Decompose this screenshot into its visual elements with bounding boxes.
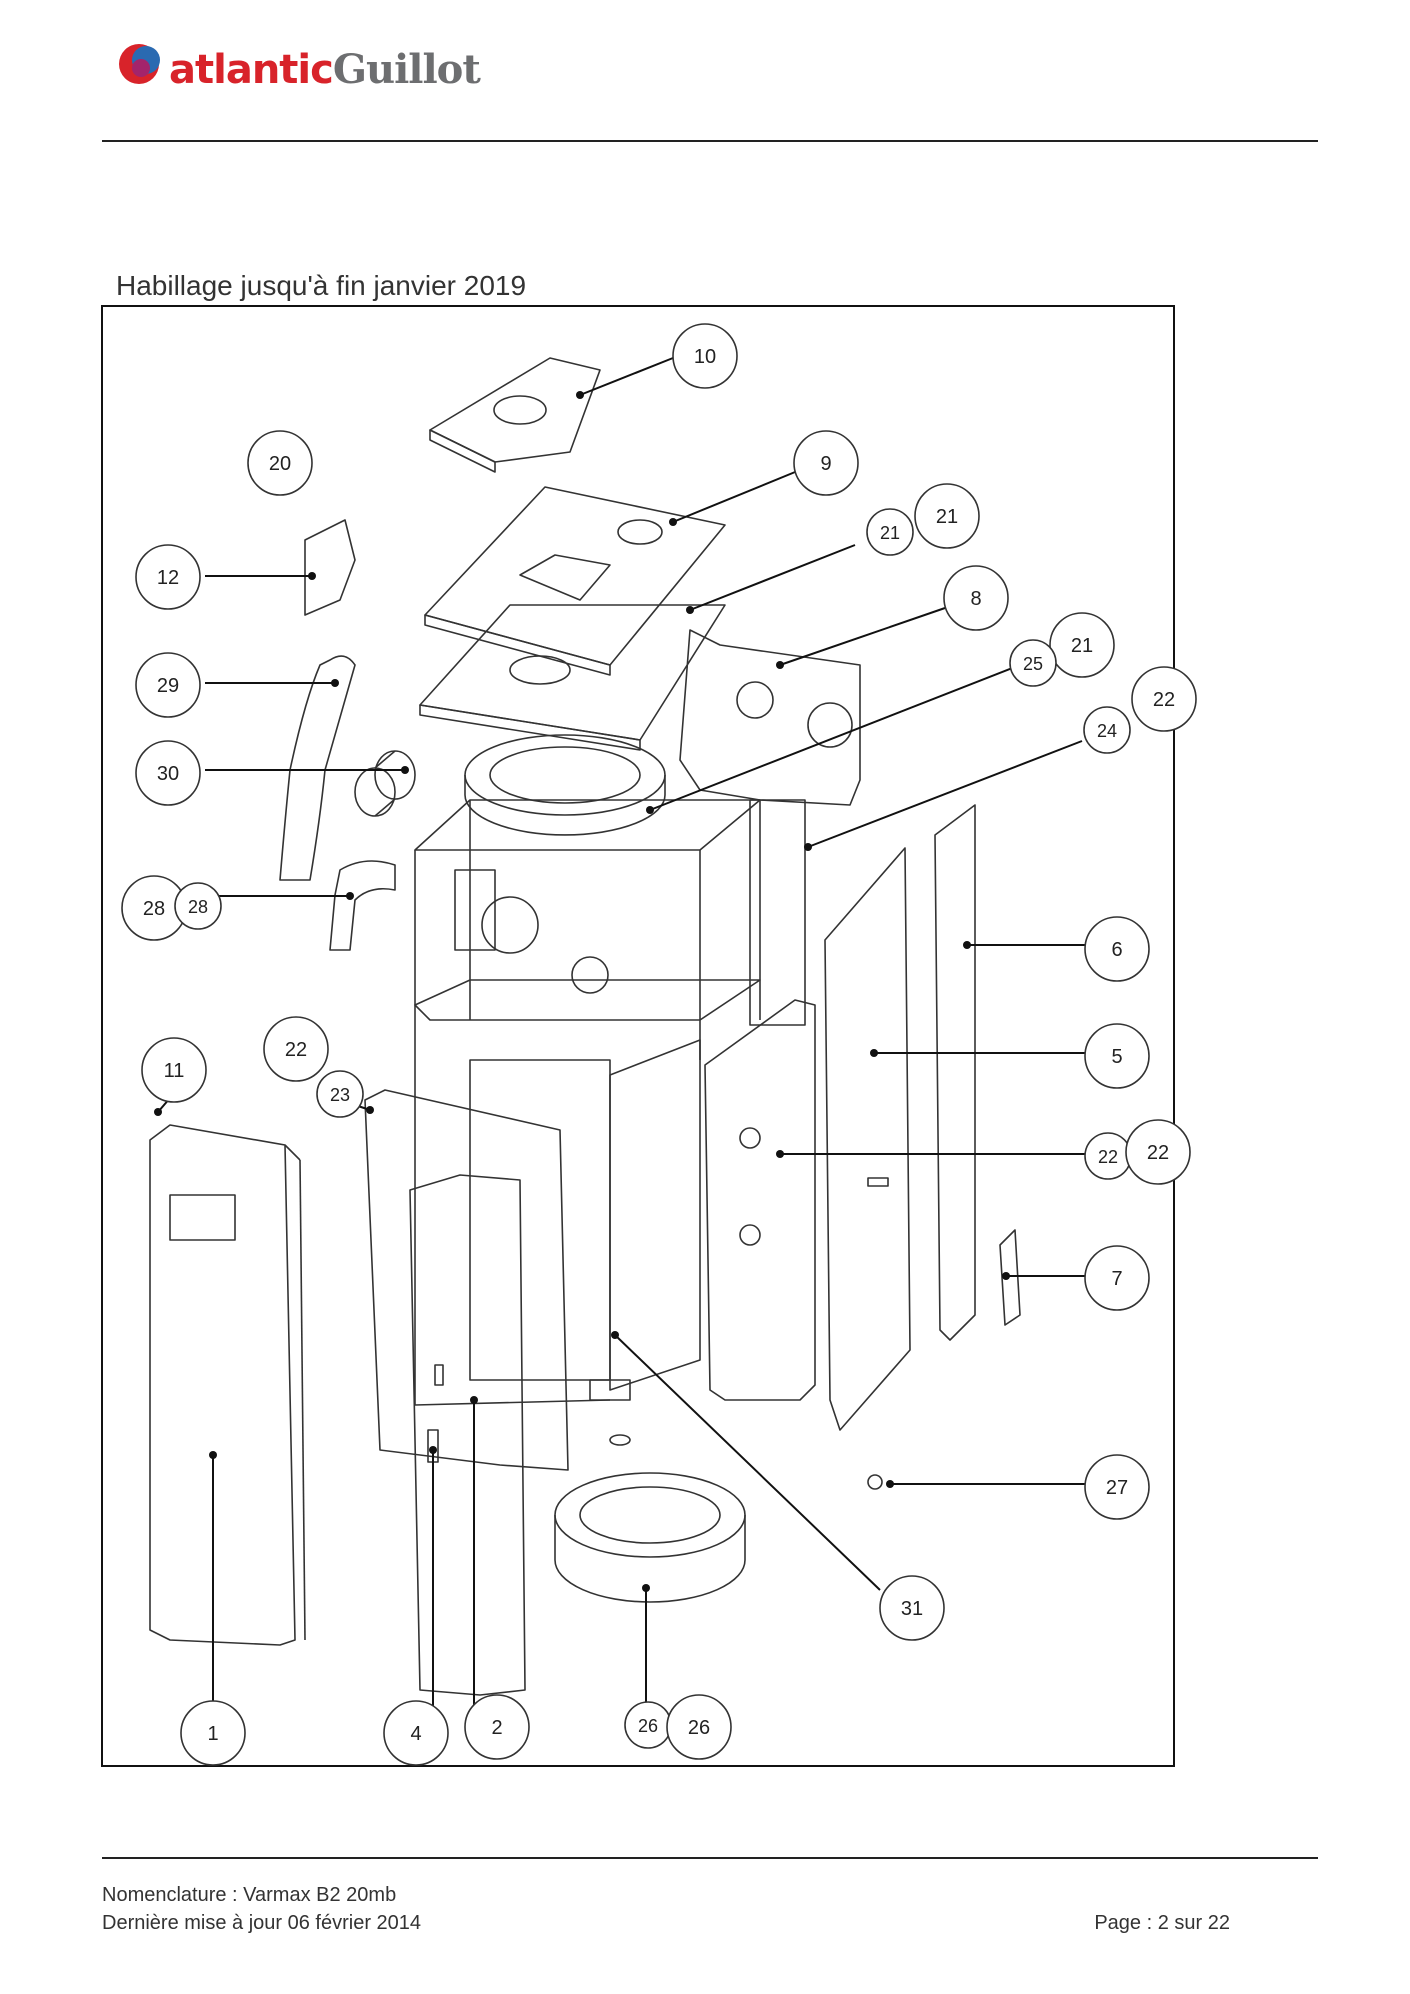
callout-label: 7 xyxy=(1111,1268,1122,1290)
callout-label: 20 xyxy=(269,453,291,475)
part-insulation-panel xyxy=(364,1089,569,1471)
header-divider xyxy=(102,140,1318,142)
callout-22c: 22 xyxy=(1084,1132,1132,1180)
part-bracket xyxy=(304,519,356,616)
callout-12: 12 xyxy=(135,544,201,610)
company-logo: atlanticGuillot xyxy=(117,40,497,100)
callout-26b: 26 xyxy=(666,1694,732,1760)
callout-7: 7 xyxy=(1084,1245,1150,1311)
callout-label: 23 xyxy=(330,1085,350,1105)
callout-1: 1 xyxy=(180,1700,246,1766)
callout-31: 31 xyxy=(879,1575,945,1641)
callout-26a: 26 xyxy=(624,1701,672,1749)
callout-label: 21 xyxy=(1071,635,1093,657)
callout-21c: 21 xyxy=(1049,612,1115,678)
part-top-cap xyxy=(429,357,601,473)
callout-27: 27 xyxy=(1084,1454,1150,1520)
callout-label: 21 xyxy=(880,523,900,543)
part-top-panel xyxy=(424,486,726,676)
logo-mark-icon xyxy=(119,44,160,84)
part-middle-door xyxy=(409,1174,526,1696)
footer-page-number: Page : 2 sur 22 xyxy=(1094,1912,1230,1934)
logo-wordmark: atlanticGuillot xyxy=(169,46,481,93)
logo-brand-primary: atlantic xyxy=(169,47,334,93)
part-ring xyxy=(464,734,666,836)
callout-label: 22 xyxy=(1098,1147,1118,1167)
callout-21b: 21 xyxy=(914,483,980,549)
callout-label: 1 xyxy=(207,1723,218,1745)
callout-label: 28 xyxy=(143,898,165,920)
callout-label: 26 xyxy=(688,1717,710,1739)
leader-dots xyxy=(154,391,1010,1592)
callout-22b: 22 xyxy=(263,1016,329,1082)
callout-28b: 28 xyxy=(174,882,222,930)
callout-label: 12 xyxy=(157,567,179,589)
callout-label: 22 xyxy=(1153,689,1175,711)
part-boiler-frame xyxy=(414,799,761,1446)
part-sleeve xyxy=(354,750,416,817)
callout-label: 21 xyxy=(936,506,958,528)
callout-label: 6 xyxy=(1111,939,1122,961)
callout-22d: 22 xyxy=(1125,1119,1191,1185)
callout-label: 10 xyxy=(694,346,716,368)
callout-label: 25 xyxy=(1023,654,1043,674)
callout-20: 20 xyxy=(247,430,313,496)
footer-updated: Dernière mise à jour 06 février 2014 xyxy=(102,1912,422,1934)
callout-21a: 21 xyxy=(866,508,914,556)
callout-label: 24 xyxy=(1097,721,1117,741)
callout-30: 30 xyxy=(135,740,201,806)
callout-25: 25 xyxy=(1009,639,1057,687)
part-flue-pipe xyxy=(279,655,356,881)
callout-11: 11 xyxy=(141,1037,207,1103)
part-clip xyxy=(867,1474,883,1490)
part-side-panel-5 xyxy=(824,847,911,1431)
part-perforated-panel xyxy=(679,629,861,806)
part-front-door xyxy=(149,1124,306,1646)
part-edge-strip xyxy=(934,804,976,1341)
footer-nomenclature: Nomenclature : Varmax B2 20mb xyxy=(102,1884,397,1906)
callout-23: 23 xyxy=(316,1070,364,1118)
callout-label: 28 xyxy=(188,897,208,917)
callout-label: 22 xyxy=(1147,1142,1169,1164)
part-base-ring xyxy=(554,1472,746,1603)
callout-8: 8 xyxy=(943,565,1009,631)
part-small-plate xyxy=(999,1229,1021,1326)
callout-label: 5 xyxy=(1111,1046,1122,1068)
part-right-front-panel xyxy=(704,999,816,1401)
footer-divider xyxy=(102,1857,1318,1859)
callout-label: 9 xyxy=(820,453,831,475)
part-elbow xyxy=(329,860,396,951)
callout-28a: 28 xyxy=(121,875,187,941)
logo-brand-secondary: Guillot xyxy=(332,46,481,93)
section-title: Habillage jusqu'à fin janvier 2019 xyxy=(116,270,527,301)
callout-label: 30 xyxy=(157,763,179,785)
callout-label: 4 xyxy=(410,1723,421,1745)
part-side-panel-back xyxy=(749,799,806,1026)
callout-4: 4 xyxy=(383,1700,449,1766)
callout-label: 11 xyxy=(164,1060,185,1082)
callout-22a: 22 xyxy=(1131,666,1197,732)
callout-bubbles: 10 20 9 21 21 12 8 29 21 25 22 24 30 28 … xyxy=(121,323,1197,1766)
callout-label: 26 xyxy=(638,1716,658,1736)
callout-9: 9 xyxy=(793,430,859,496)
callout-label: 2 xyxy=(491,1717,502,1739)
part-insulation-plate xyxy=(419,604,726,751)
exploded-diagram-frame xyxy=(101,305,1175,1767)
callout-5: 5 xyxy=(1084,1023,1150,1089)
callout-label: 8 xyxy=(970,588,981,610)
callout-label: 31 xyxy=(901,1598,923,1620)
leader-lines xyxy=(157,357,1085,1712)
callout-29: 29 xyxy=(135,652,201,718)
callout-label: 27 xyxy=(1106,1477,1128,1499)
callout-label: 29 xyxy=(157,675,179,697)
callout-2: 2 xyxy=(464,1694,530,1760)
callout-24: 24 xyxy=(1083,706,1131,754)
callout-6: 6 xyxy=(1084,916,1150,982)
callout-10: 10 xyxy=(672,323,738,389)
callout-label: 22 xyxy=(285,1039,307,1061)
